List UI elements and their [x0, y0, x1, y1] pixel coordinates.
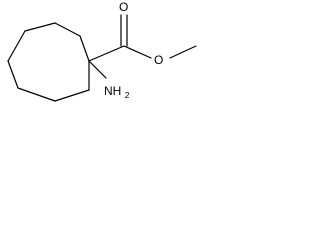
chemical-structure: O O NH 2	[7, 0, 197, 102]
cycloheptane-ring	[7, 22, 90, 102]
ring-bond	[7, 30, 26, 62]
ester-oxygen-to-methyl-bond	[169, 45, 197, 59]
quaternary-to-carbonyl-bond	[88, 45, 125, 62]
ester-oxygen-label: O	[154, 53, 163, 67]
ring-bond	[54, 22, 81, 37]
ring-bond	[54, 89, 90, 102]
ring-bond	[79, 35, 90, 62]
ring-bond	[24, 22, 56, 32]
amine-element: NH	[104, 84, 121, 98]
amine-subscript: 2	[125, 90, 130, 100]
ring-bond	[7, 60, 19, 89]
amine-label: NH 2	[104, 84, 130, 100]
ring-bond	[17, 87, 56, 102]
carbonyl-oxygen-label: O	[119, 0, 128, 14]
quaternary-to-amine-bond	[88, 60, 107, 79]
methyl-ester-group	[88, 14, 197, 62]
carbonyl-to-ester-oxygen-bond	[123, 45, 152, 59]
